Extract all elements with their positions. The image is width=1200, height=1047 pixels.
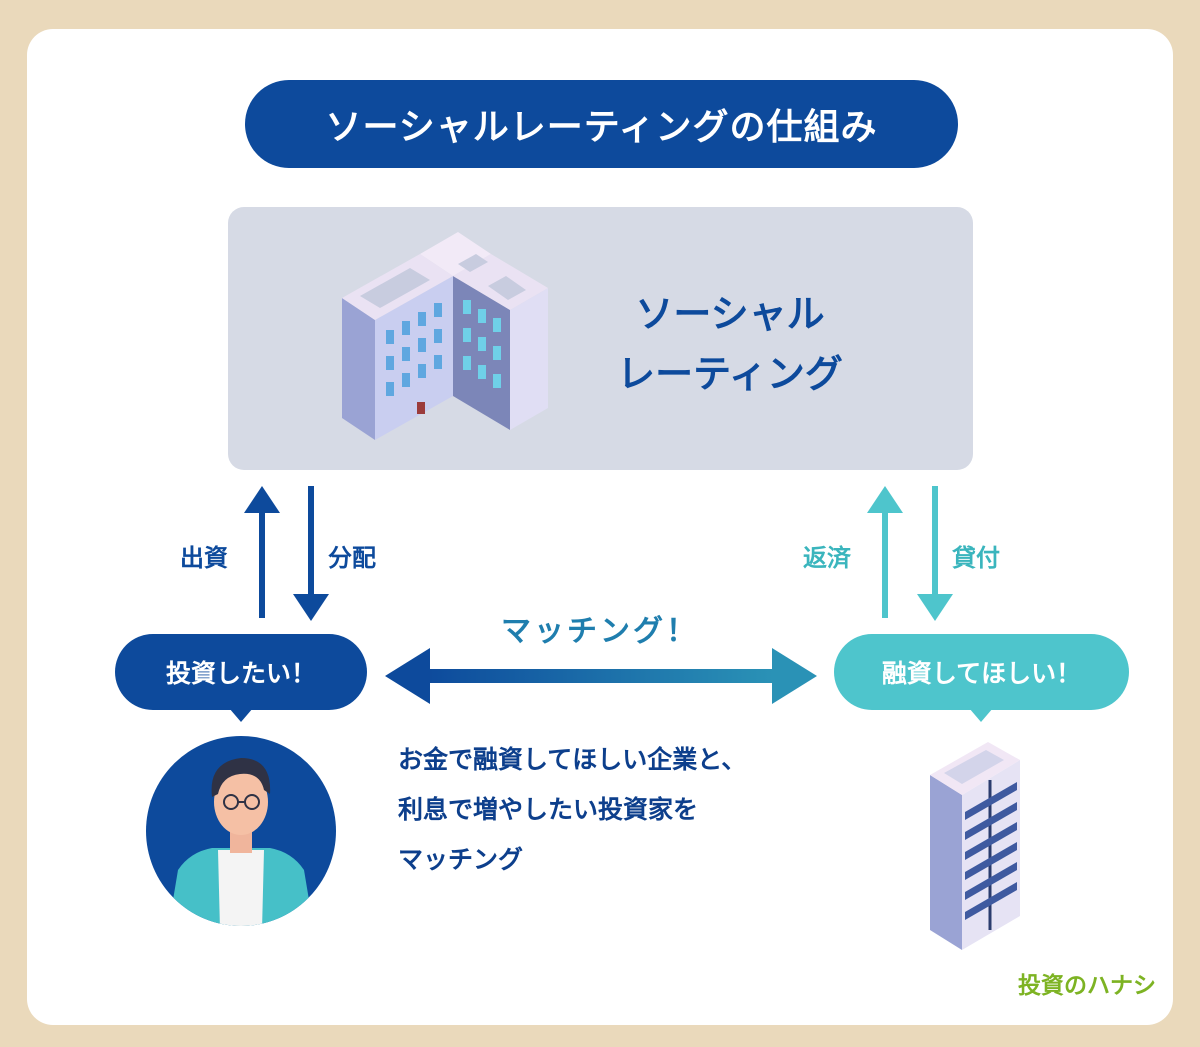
- invest-label: 出資: [180, 544, 228, 572]
- distribute-arrow: [293, 486, 329, 621]
- borrower-speech-bubble: 融資してほしい！: [834, 634, 1129, 710]
- platform-name-line1: ソーシャル: [635, 292, 825, 336]
- repay-arrow: [867, 486, 903, 618]
- repay-label: 返済: [803, 544, 851, 572]
- description-text: お金で融資してほしい企業と、 利息で増やしたい投資家を マッチング: [398, 735, 858, 885]
- platform-name: ソーシャル レーティング: [600, 284, 860, 404]
- brand-logo-text: 投資のハナシ: [1018, 973, 1156, 999]
- description-line2: 利息で増やしたい投資家を: [398, 795, 699, 824]
- description-line1: お金で融資してほしい企業と、: [398, 745, 747, 774]
- distribute-label: 分配: [328, 544, 376, 572]
- investor-speech-bubble: 投資したい！: [115, 634, 367, 710]
- matching-label: マッチング！: [501, 614, 699, 649]
- description-line3: マッチング: [398, 845, 524, 874]
- invest-arrow: [244, 486, 280, 618]
- investor-avatar-icon: [146, 736, 336, 926]
- matching-double-arrow: [385, 648, 817, 704]
- investor-bubble-tail: [229, 708, 253, 722]
- platform-name-line2: レーティング: [617, 352, 843, 396]
- borrower-bubble-tail: [969, 708, 993, 722]
- office-building-icon: [342, 232, 548, 440]
- tower-building-icon: [930, 742, 1020, 950]
- lend-label: 貸付: [952, 544, 1000, 572]
- lend-arrow: [917, 486, 953, 621]
- page-title: ソーシャルレーティングの仕組み: [245, 80, 958, 168]
